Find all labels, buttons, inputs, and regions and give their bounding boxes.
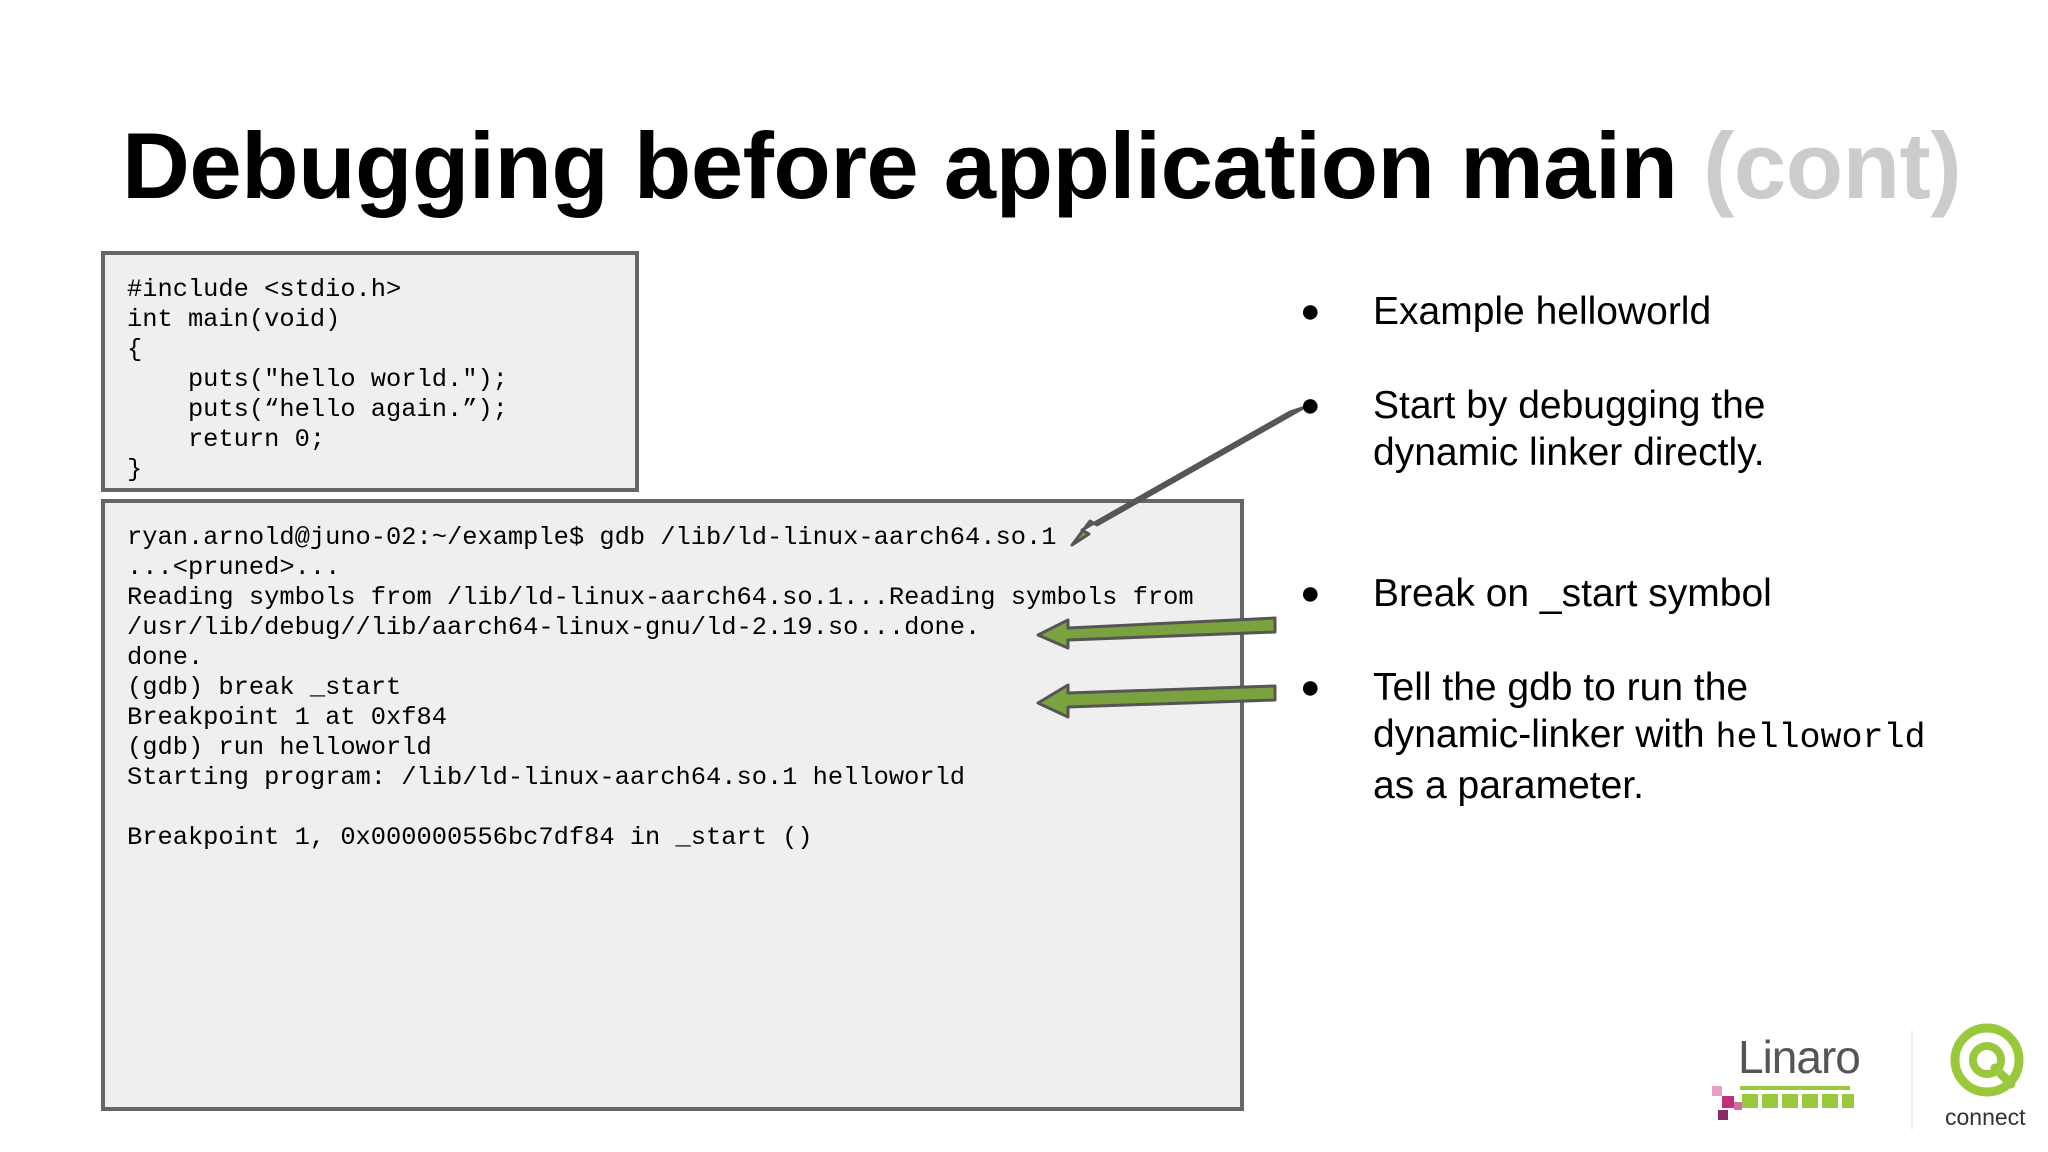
linaro-wordmark: Linaro <box>1738 1031 1861 1083</box>
terminal-output-box: ryan.arnold@juno-02:~/example$ gdb /lib/… <box>101 499 1244 1111</box>
connect-logo: connect <box>1945 1022 2045 1132</box>
bullet-text: as a parameter. <box>1373 764 1644 807</box>
bullet-dot: ● <box>1300 574 1321 612</box>
bullet-inline-code: helloworld <box>1715 718 1926 758</box>
bullet-text: Tell the gdb to run the <box>1373 666 1749 709</box>
slide-title: Debugging before application main (cont) <box>122 112 1962 220</box>
slide-title-suffix: (cont) <box>1703 113 1962 218</box>
bullet-text: Start by debugging the <box>1373 384 1766 427</box>
linaro-logo: Linaro <box>1712 1030 1872 1120</box>
linaro-mark-icon <box>1712 1086 1854 1120</box>
slide-title-main: Debugging before application main <box>122 113 1678 218</box>
source-code-box: #include <stdio.h> int main(void) { puts… <box>101 251 639 492</box>
bullet-text-with-code: dynamic-linker with helloworld <box>1373 711 1925 762</box>
bullet-text: Break on _start symbol <box>1373 572 1772 615</box>
logo-separator <box>1911 1030 1913 1130</box>
bullet-dot: ● <box>1300 386 1321 424</box>
source-code-text: #include <stdio.h> int main(void) { puts… <box>127 275 508 484</box>
bullet-dot: ● <box>1300 668 1321 706</box>
bullet-text: Example helloworld <box>1373 290 1712 333</box>
bullet-text: dynamic linker directly. <box>1373 431 1765 474</box>
bullet-text: dynamic-linker with <box>1373 713 1716 756</box>
connect-wordmark: connect <box>1945 1104 2026 1130</box>
connect-mark-icon <box>1950 1023 2024 1097</box>
terminal-output-text: ryan.arnold@juno-02:~/example$ gdb /lib/… <box>127 523 1194 852</box>
bullet-dot: ● <box>1300 292 1321 330</box>
